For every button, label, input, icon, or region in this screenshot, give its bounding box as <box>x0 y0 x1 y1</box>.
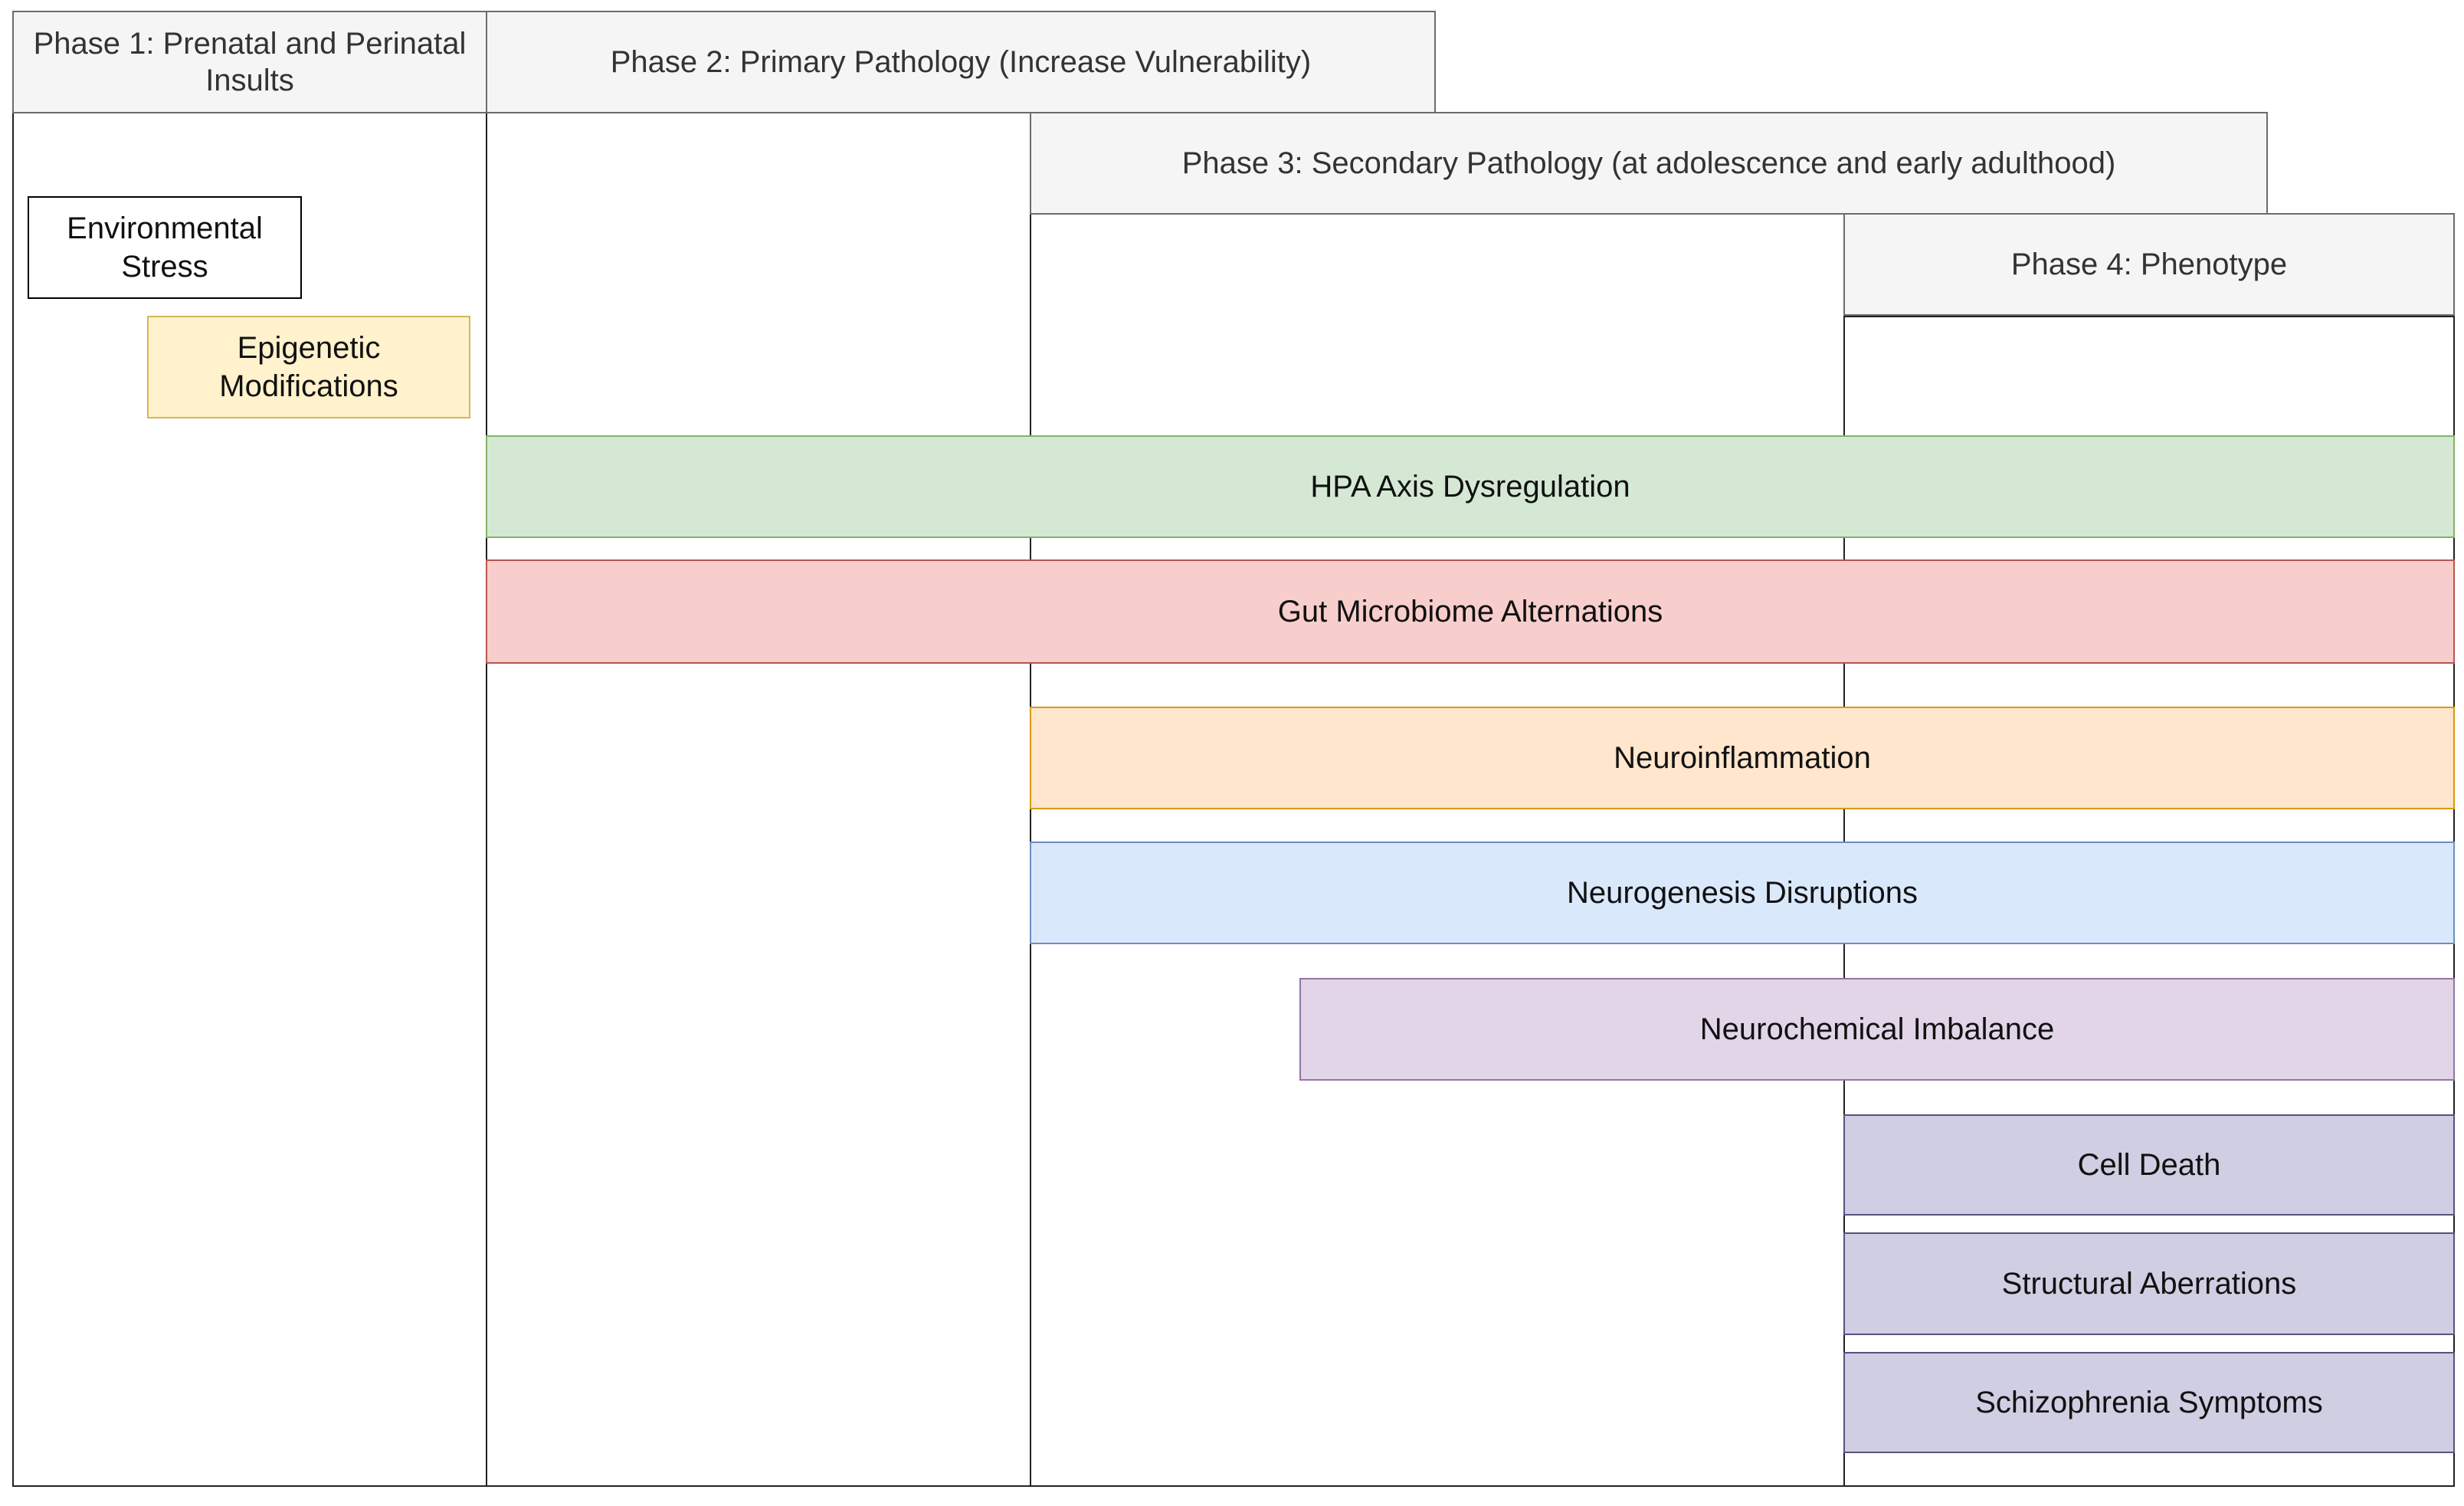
phase4-title: Phase 4: Phenotype <box>2010 248 2288 281</box>
phase3-title: Phase 3: Secondary Pathology (at adolesc… <box>1181 146 2116 180</box>
neurogenesis-bar: Neurogenesis Disruptions <box>1030 842 2455 944</box>
neurogenesis-label: Neurogenesis Disruptions <box>1566 876 1918 910</box>
structural-aberrations-box: Structural Aberrations <box>1843 1232 2455 1335</box>
neurochemical-label: Neurochemical Imbalance <box>1699 1012 2055 1046</box>
epigenetic-modifications-box: Epigenetic Modifications <box>147 316 470 418</box>
structural-aberrations-label: Structural Aberrations <box>2001 1267 2297 1301</box>
phase1-header: Phase 1: Prenatal and Perinatal Insults <box>12 11 487 113</box>
gut-microbiome-label: Gut Microbiome Alternations <box>1277 595 1663 628</box>
phase4-header: Phase 4: Phenotype <box>1843 213 2455 316</box>
environmental-stress-box: Environmental Stress <box>28 196 302 299</box>
phase2-header: Phase 2: Primary Pathology (Increase Vul… <box>486 11 1436 113</box>
schizophrenia-symptoms-label: Schizophrenia Symptoms <box>1975 1386 2323 1419</box>
phase2-title: Phase 2: Primary Pathology (Increase Vul… <box>610 45 1312 79</box>
phase2-column <box>486 112 1031 1487</box>
phase1-title: Phase 1: Prenatal and Perinatal Insults <box>33 27 467 97</box>
gut-microbiome-bar: Gut Microbiome Alternations <box>486 559 2455 664</box>
environmental-stress-label: Environmental Stress <box>67 212 263 284</box>
neuroinflammation-label: Neuroinflammation <box>1614 741 1871 775</box>
cell-death-box: Cell Death <box>1843 1114 2455 1216</box>
hpa-axis-bar: HPA Axis Dysregulation <box>486 435 2455 538</box>
neurochemical-bar: Neurochemical Imbalance <box>1299 978 2455 1081</box>
hpa-axis-label: HPA Axis Dysregulation <box>1310 470 1630 504</box>
phase3-header: Phase 3: Secondary Pathology (at adolesc… <box>1030 112 2268 215</box>
cell-death-label: Cell Death <box>2077 1148 2221 1182</box>
schizophrenia-symptoms-box: Schizophrenia Symptoms <box>1843 1352 2455 1453</box>
epigenetic-modifications-label: Epigenetic Modifications <box>219 331 398 403</box>
neuroinflammation-bar: Neuroinflammation <box>1030 707 2455 809</box>
